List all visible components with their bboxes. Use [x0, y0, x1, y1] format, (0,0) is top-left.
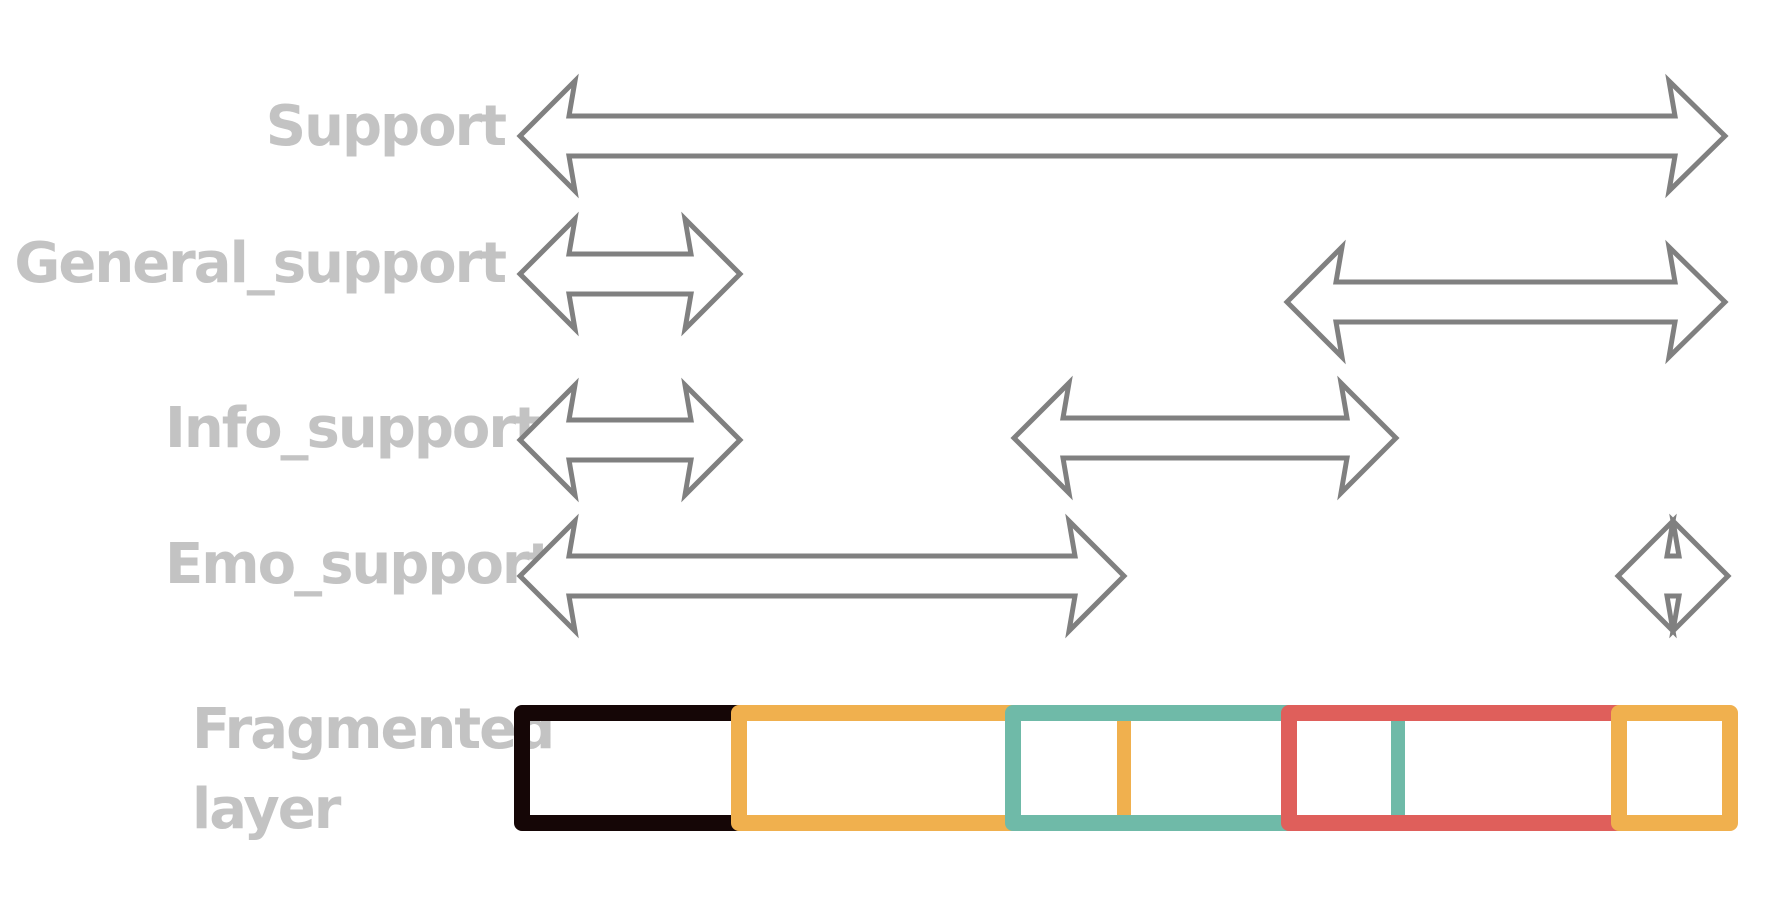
label-layer: layer — [192, 777, 342, 842]
label-fragmented: Fragmented — [192, 697, 553, 762]
fragment-orange-1 — [731, 705, 1021, 831]
support-span-arrow — [516, 73, 1729, 199]
fragmented-layer — [514, 705, 1738, 831]
general-support-span-arrow-2 — [1283, 239, 1729, 365]
info-support-span-arrow-1 — [516, 377, 744, 503]
fragment-red — [1281, 705, 1627, 831]
info-support-span-arrow-2 — [1010, 375, 1400, 501]
fragment-teal — [1005, 705, 1297, 831]
emo-support-span-arrow-1 — [516, 513, 1128, 639]
label-general-support: General_support — [14, 231, 506, 296]
label-info-support: Info_support — [165, 396, 540, 461]
fragment-black — [514, 705, 747, 831]
general-support-span-arrow-1 — [516, 211, 744, 337]
label-support: Support — [266, 94, 506, 159]
emo-support-span-arrow-2 — [1614, 513, 1732, 639]
fragment-orange-2 — [1611, 705, 1738, 831]
label-emo-support: Emo_support — [165, 532, 554, 597]
